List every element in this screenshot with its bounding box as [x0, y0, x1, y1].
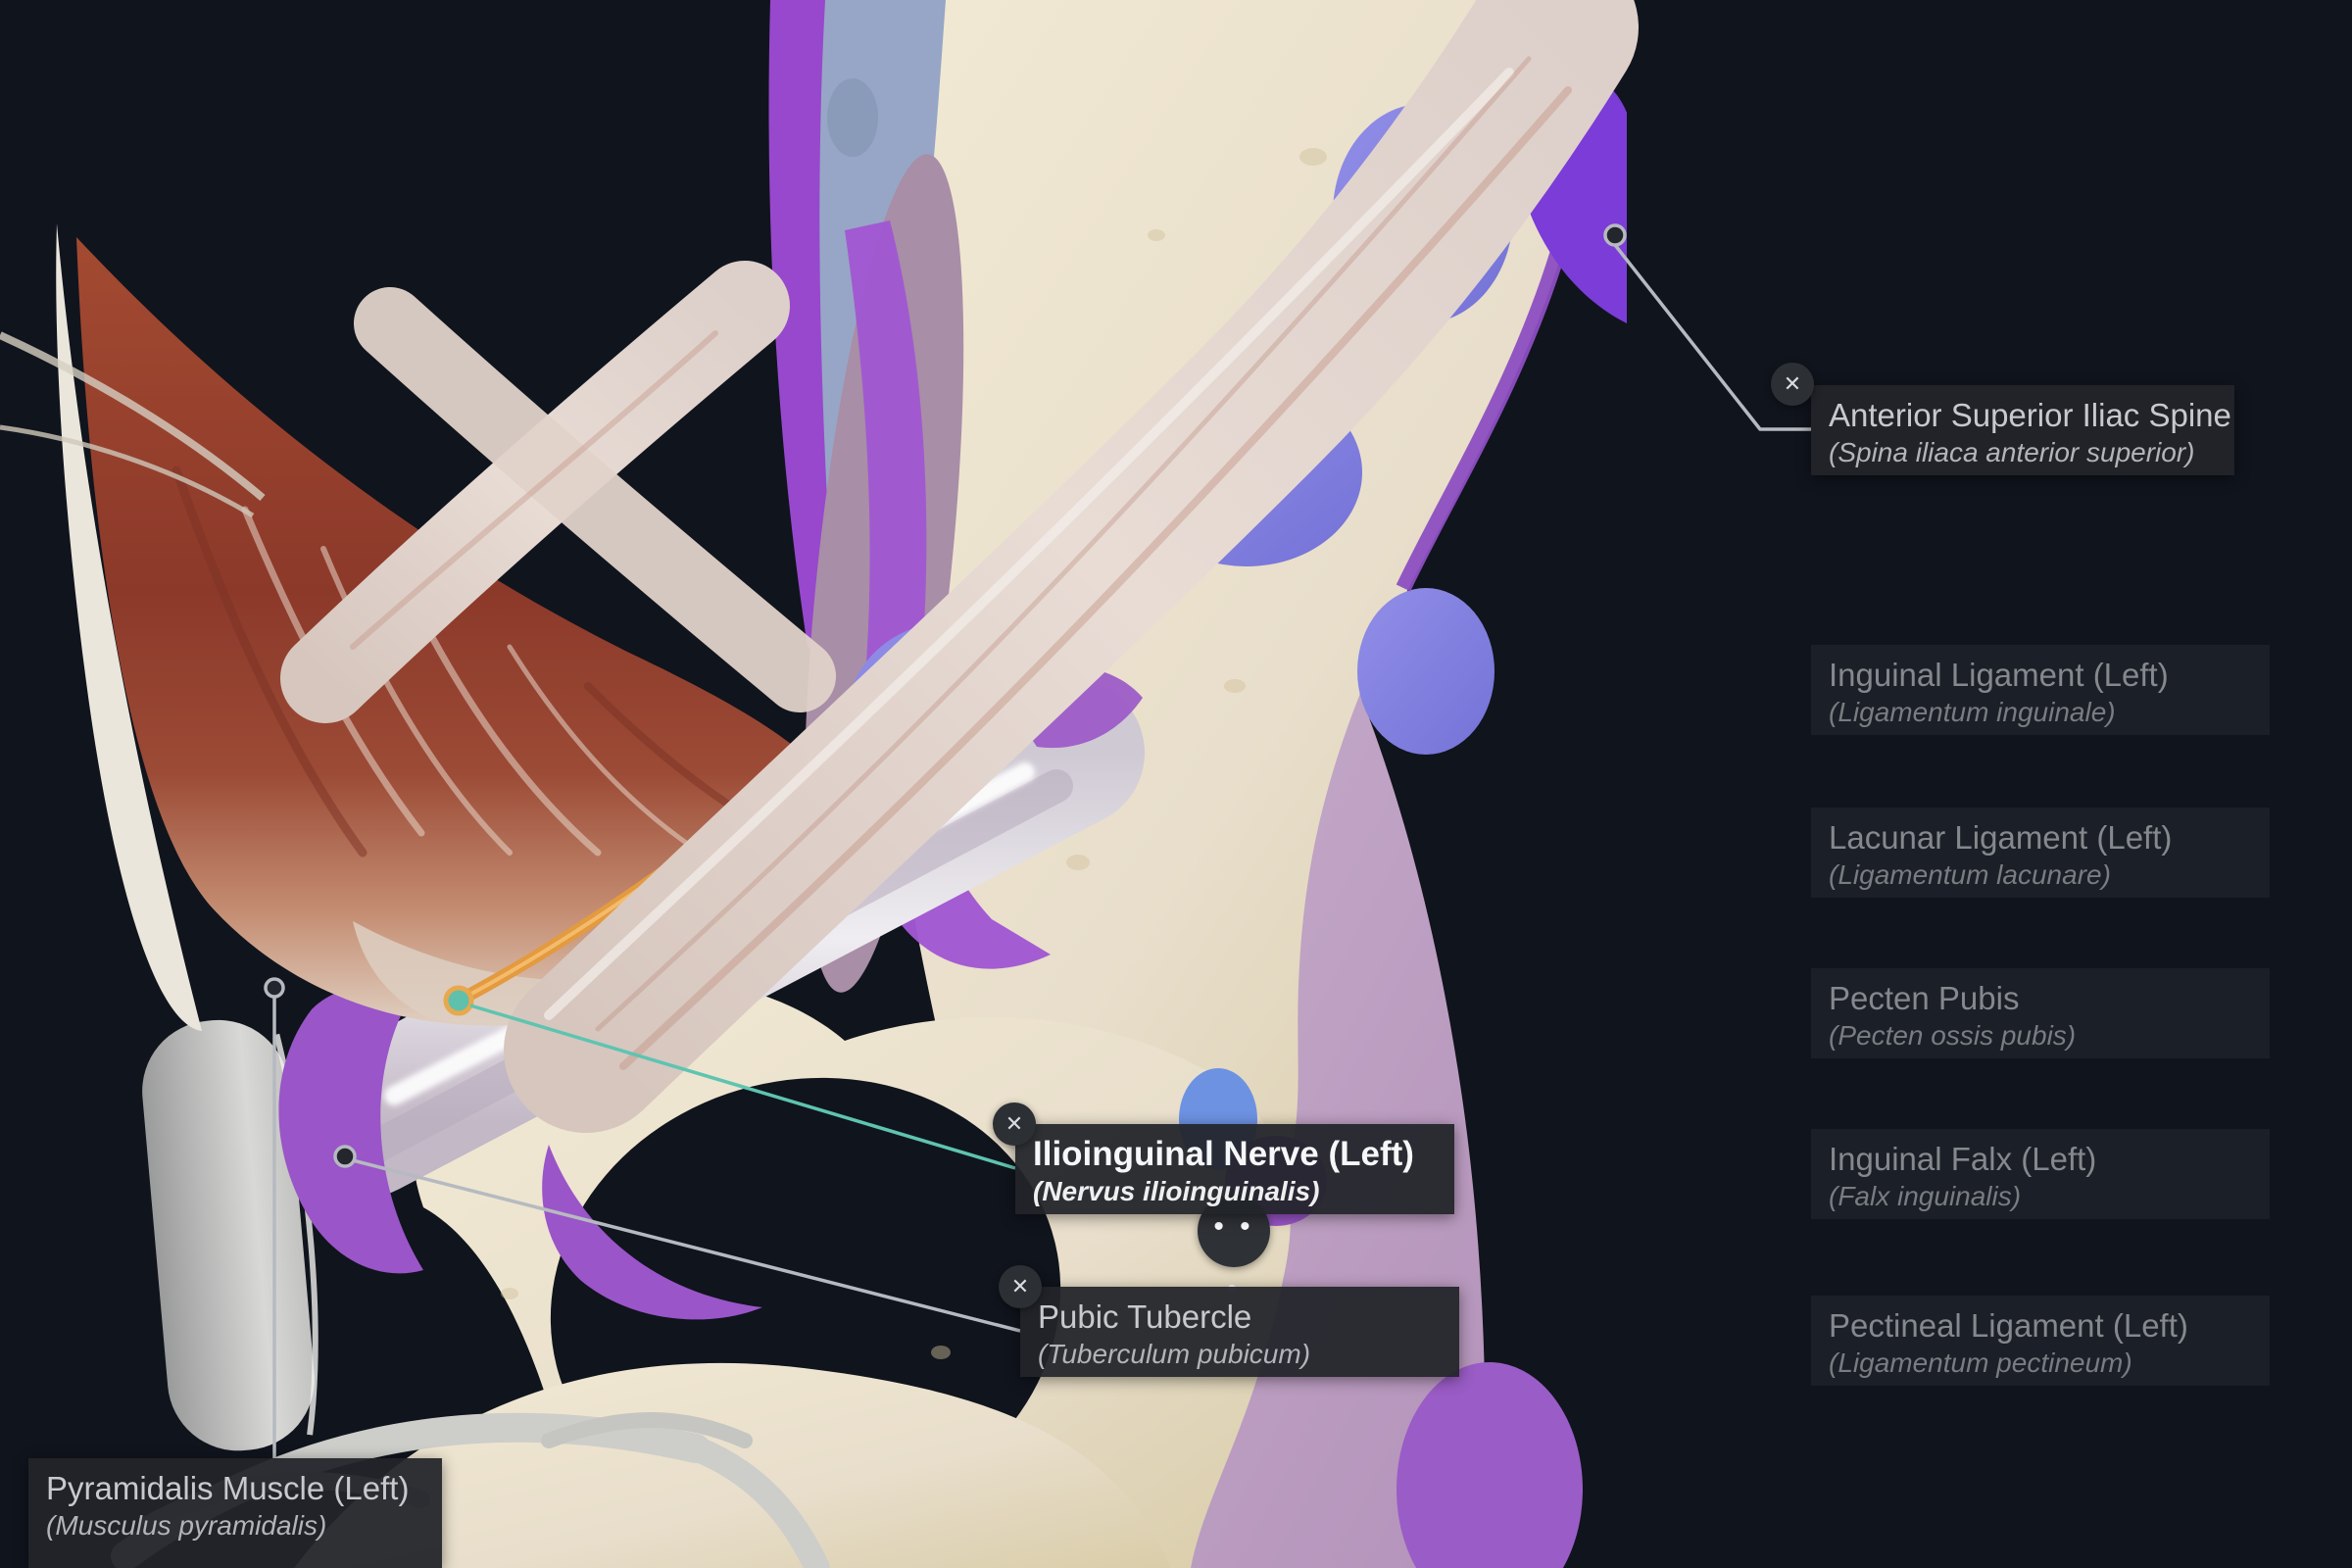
callout-title: Pyramidalis Muscle (Left) — [46, 1470, 410, 1506]
pin-title: Inguinal Falx (Left) — [1829, 1141, 2097, 1177]
pin-title: Pecten Pubis — [1829, 980, 2020, 1016]
pin-subtitle: (Falx inguinalis) — [1829, 1181, 2022, 1211]
close-button-pubic-tubercle[interactable]: ✕ — [999, 1265, 1042, 1308]
leader-line-asis — [1613, 243, 1811, 431]
callout-subtitle: (Spina iliaca anterior superior) — [1829, 437, 2195, 467]
pin-list-item-pecten-pubis[interactable]: Pecten Pubis (Pecten ossis pubis) — [1811, 968, 2270, 1058]
leader-line-pubic-tubercle — [344, 1156, 1021, 1333]
ligament-strip-left[interactable] — [768, 0, 839, 686]
pin-title: Pectineal Ligament (Left) — [1829, 1307, 2188, 1344]
close-icon: ✕ — [1010, 1274, 1030, 1298]
close-button-asis[interactable]: ✕ — [1771, 363, 1814, 406]
pin-subtitle: (Ligamentum inguinale) — [1829, 697, 2116, 727]
pin-title: Lacunar Ligament (Left) — [1829, 819, 2173, 856]
ligament-patch[interactable] — [1396, 1362, 1583, 1568]
anchor-pin-pubic-tubercle[interactable] — [333, 1145, 357, 1168]
callout-pyramidalis[interactable]: Pyramidalis Muscle (Left) (Musculus pyra… — [28, 1458, 442, 1568]
pin-list-item-lacunar-ligament[interactable]: Lacunar Ligament (Left) (Ligamentum lacu… — [1811, 808, 2270, 898]
anchor-pin-asis[interactable] — [1603, 223, 1627, 247]
close-icon: ✕ — [1783, 371, 1802, 396]
close-icon: ✕ — [1004, 1111, 1024, 1136]
tendon-sliver — [56, 223, 202, 1031]
nerve-cut-tip — [443, 985, 474, 1016]
nerve-filaments — [0, 331, 266, 518]
callout-title: Pubic Tubercle — [1038, 1298, 1252, 1335]
close-button-ilioinguinal[interactable]: ✕ — [993, 1102, 1036, 1146]
callout-subtitle: (Musculus pyramidalis) — [46, 1510, 327, 1541]
callout-ilioinguinal-nerve[interactable]: Ilioinguinal Nerve (Left) (Nervus ilioin… — [1015, 1124, 1454, 1214]
iliopsoas-tendon-bands[interactable] — [280, 261, 836, 723]
callout-subtitle: (Nervus ilioinguinalis) — [1033, 1176, 1320, 1206]
pin-title: Inguinal Ligament (Left) — [1829, 657, 2169, 693]
callout-pubic-tubercle[interactable]: Pubic Tubercle (Tuberculum pubicum) — [1020, 1287, 1459, 1377]
leader-line-ilioinguinal — [469, 1004, 1016, 1170]
callout-asis[interactable]: Anterior Superior Iliac Spine (Spina ili… — [1811, 385, 2234, 475]
pin-list-item-inguinal-falx[interactable]: Inguinal Falx (Left) (Falx inguinalis) — [1811, 1129, 2270, 1219]
pin-list-item-pectineal-ligament[interactable]: Pectineal Ligament (Left) (Ligamentum pe… — [1811, 1296, 2270, 1386]
leader-lines — [264, 223, 1811, 1462]
pin-subtitle: (Ligamentum lacunare) — [1829, 859, 2111, 890]
pin-subtitle: (Ligamentum pectineum) — [1829, 1348, 2132, 1378]
anchor-pin-pyramidalis[interactable] — [264, 977, 285, 999]
inguinal-ligament-band[interactable] — [504, 0, 1639, 1133]
callout-subtitle: (Tuberculum pubicum) — [1038, 1339, 1311, 1369]
callout-title: Ilioinguinal Nerve (Left) — [1033, 1135, 1414, 1173]
pin-subtitle: (Pecten ossis pubis) — [1829, 1020, 2077, 1051]
callout-title: Anterior Superior Iliac Spine — [1829, 397, 2231, 433]
pin-list-item-inguinal-ligament[interactable]: Inguinal Ligament (Left) (Ligamentum ing… — [1811, 645, 2270, 735]
